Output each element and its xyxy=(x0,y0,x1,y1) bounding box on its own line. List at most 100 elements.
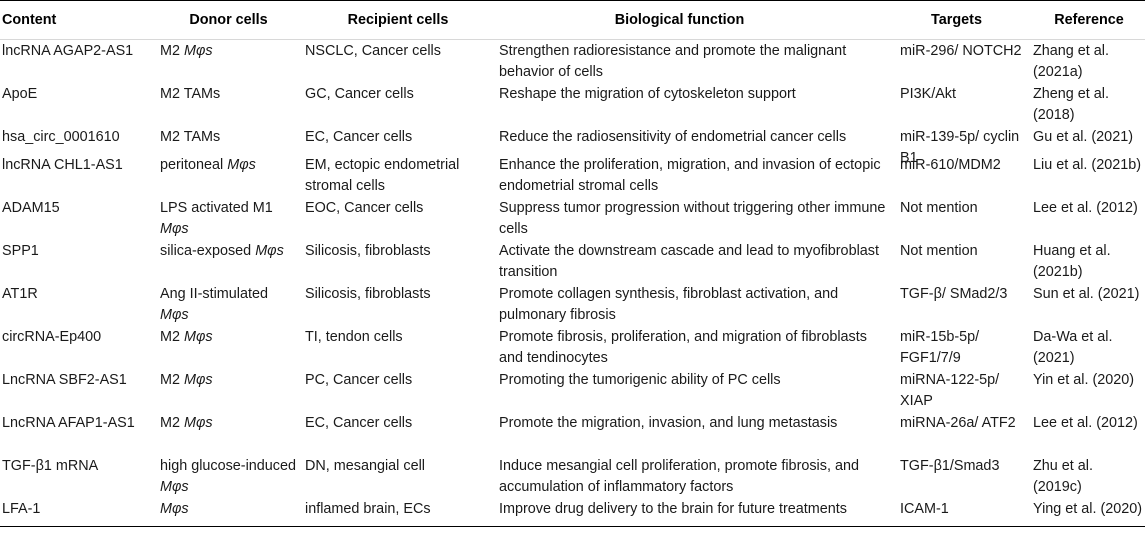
cell-biological-function: Improve drug delivery to the brain for f… xyxy=(499,501,847,517)
cell-reference: Liu et al. (2021b) xyxy=(1033,157,1142,173)
cell-recipient-cells: TI, tendon cells xyxy=(305,329,403,345)
cell-donor-cells: M2 TAMs xyxy=(160,127,305,148)
cell-biological-function: Activate the downstream cascade and lead… xyxy=(499,243,879,280)
donor-italic-text: Mφs xyxy=(227,157,256,173)
donor-italic-text: Mφs xyxy=(160,307,189,323)
donor-text: M2 xyxy=(160,329,184,345)
cell-donor-cells: M2 Mφs xyxy=(160,327,305,348)
cell-targets: miR-15b-5p/ FGF1/7/9 xyxy=(900,329,980,366)
donor-italic-text: Mφs xyxy=(160,221,189,237)
cell-reference: Lee et al. (2012) xyxy=(1033,200,1138,216)
cell-recipient-cells: GC, Cancer cells xyxy=(305,86,414,102)
cell-recipient-cells: Silicosis, fibroblasts xyxy=(305,286,431,302)
data-table: Content Donor cells Recipient cells Biol… xyxy=(0,0,1145,527)
donor-text: LPS activated M1 xyxy=(160,200,273,216)
donor-italic-text: Mφs xyxy=(160,479,189,495)
cell-content: circRNA-Ep400 xyxy=(2,329,102,345)
cell-targets: ICAM-1 xyxy=(900,501,949,517)
cell-reference: Zhu et al. (2019c) xyxy=(1033,458,1093,495)
cell-reference: Yin et al. (2020) xyxy=(1033,372,1135,388)
donor-text: peritoneal xyxy=(160,157,228,173)
cell-recipient-cells: EM, ectopic endometrial stromal cells xyxy=(305,157,460,194)
cell-recipient-cells: NSCLC, Cancer cells xyxy=(305,43,441,59)
table-header: Content Donor cells Recipient cells Biol… xyxy=(0,1,1145,40)
cell-biological-function: Promote collagen synthesis, fibroblast a… xyxy=(499,286,839,323)
header-recipient-cells: Recipient cells xyxy=(347,11,449,28)
table-top-rule xyxy=(0,0,1145,1)
donor-italic-text: Mφs xyxy=(184,372,213,388)
cell-content: ApoE xyxy=(2,86,38,102)
cell-donor-cells: silica-exposed Mφs xyxy=(160,241,305,262)
cell-reference: Lee et al. (2012) xyxy=(1033,415,1138,431)
cell-content: lncRNA CHL1-AS1 xyxy=(2,157,123,173)
cell-biological-function: Promoting the tumorigenic ability of PC … xyxy=(499,372,781,388)
cell-donor-cells: M2 Mφs xyxy=(160,413,305,434)
cell-reference: Zheng et al. (2018) xyxy=(1033,86,1110,123)
cell-content: hsa_circ_0001610 xyxy=(2,129,120,145)
header-donor-cells: Donor cells xyxy=(189,11,268,28)
cell-content: AT1R xyxy=(2,286,38,302)
cell-content: lncRNA AGAP2-AS1 xyxy=(2,43,134,59)
header-content: Content xyxy=(2,11,57,28)
cell-content: SPP1 xyxy=(2,243,39,259)
cell-reference: Zhang et al. (2021a) xyxy=(1033,43,1110,80)
cell-targets: Not mention xyxy=(900,243,978,259)
cell-recipient-cells: DN, mesangial cell xyxy=(305,458,425,474)
cell-biological-function: Strengthen radioresistance and promote t… xyxy=(499,43,847,80)
cell-recipient-cells: EC, Cancer cells xyxy=(305,415,413,431)
donor-italic-text: Mφs xyxy=(160,501,189,517)
cell-targets: TGF-β1/Smad3 xyxy=(900,458,1000,474)
cell-targets: miR-296/ NOTCH2 xyxy=(900,43,1022,59)
cell-targets: Not mention xyxy=(900,200,978,216)
cell-biological-function: Reshape the migration of cytoskeleton su… xyxy=(499,86,796,102)
donor-text: M2 TAMs xyxy=(160,86,221,102)
cell-recipient-cells: EC, Cancer cells xyxy=(305,129,413,145)
cell-recipient-cells: PC, Cancer cells xyxy=(305,372,413,388)
cell-targets: TGF-β/ SMad2/3 xyxy=(900,286,1008,302)
cell-reference: Sun et al. (2021) xyxy=(1033,286,1140,302)
cell-recipient-cells: Silicosis, fibroblasts xyxy=(305,243,431,259)
header-biological-function: Biological function xyxy=(614,11,745,28)
donor-text: M2 TAMs xyxy=(160,129,221,145)
cell-donor-cells: Ang II-stimulated Mφs xyxy=(160,284,305,326)
donor-italic-text: Mφs xyxy=(184,43,213,59)
cell-donor-cells: high glucose-induced Mφs xyxy=(160,456,305,498)
cell-donor-cells: M2 Mφs xyxy=(160,370,305,391)
table-row: hsa_circ_0001610 M2 TAMs EC, Cancer cells R… xyxy=(0,126,1145,166)
cell-biological-function: Induce mesangial cell proliferation, pro… xyxy=(499,458,859,495)
donor-text: silica-exposed xyxy=(160,243,256,259)
donor-text: Ang II-stimulated xyxy=(160,286,268,302)
cell-donor-cells: peritoneal Mφs xyxy=(160,155,305,176)
cell-content: TGF-β1 mRNA xyxy=(2,458,99,474)
cell-targets: miR-610/MDM2 xyxy=(900,157,1001,173)
cell-reference: Gu et al. (2021) xyxy=(1033,129,1133,145)
cell-reference: Huang et al. (2021b) xyxy=(1033,243,1111,280)
cell-content: LFA-1 xyxy=(2,501,41,517)
cell-donor-cells: M2 TAMs xyxy=(160,84,305,105)
cell-targets: PI3K/Akt xyxy=(900,86,956,102)
header-targets: Targets xyxy=(931,11,982,28)
cell-biological-function: Suppress tumor progression without trigg… xyxy=(499,200,886,237)
donor-text: M2 xyxy=(160,415,184,431)
cell-reference: Da-Wa et al. (2021) xyxy=(1033,329,1113,366)
cell-donor-cells: M2 Mφs xyxy=(160,41,305,62)
cell-donor-cells: LPS activated M1 Mφs xyxy=(160,198,305,240)
cell-content: LncRNA AFAP1-AS1 xyxy=(2,415,135,431)
cell-biological-function: Reduce the radiosensitivity of endometri… xyxy=(499,129,847,145)
cell-targets: miRNA-122-5p/ XIAP xyxy=(900,372,1000,409)
header-reference: Reference xyxy=(1054,11,1124,28)
donor-italic-text: Mφs xyxy=(255,243,284,259)
cell-donor-cells: Mφs xyxy=(160,499,305,520)
cell-targets: miR-139-5p/ cyclin B1 xyxy=(900,129,1020,166)
cell-reference: Ying et al. (2020) xyxy=(1033,501,1143,517)
